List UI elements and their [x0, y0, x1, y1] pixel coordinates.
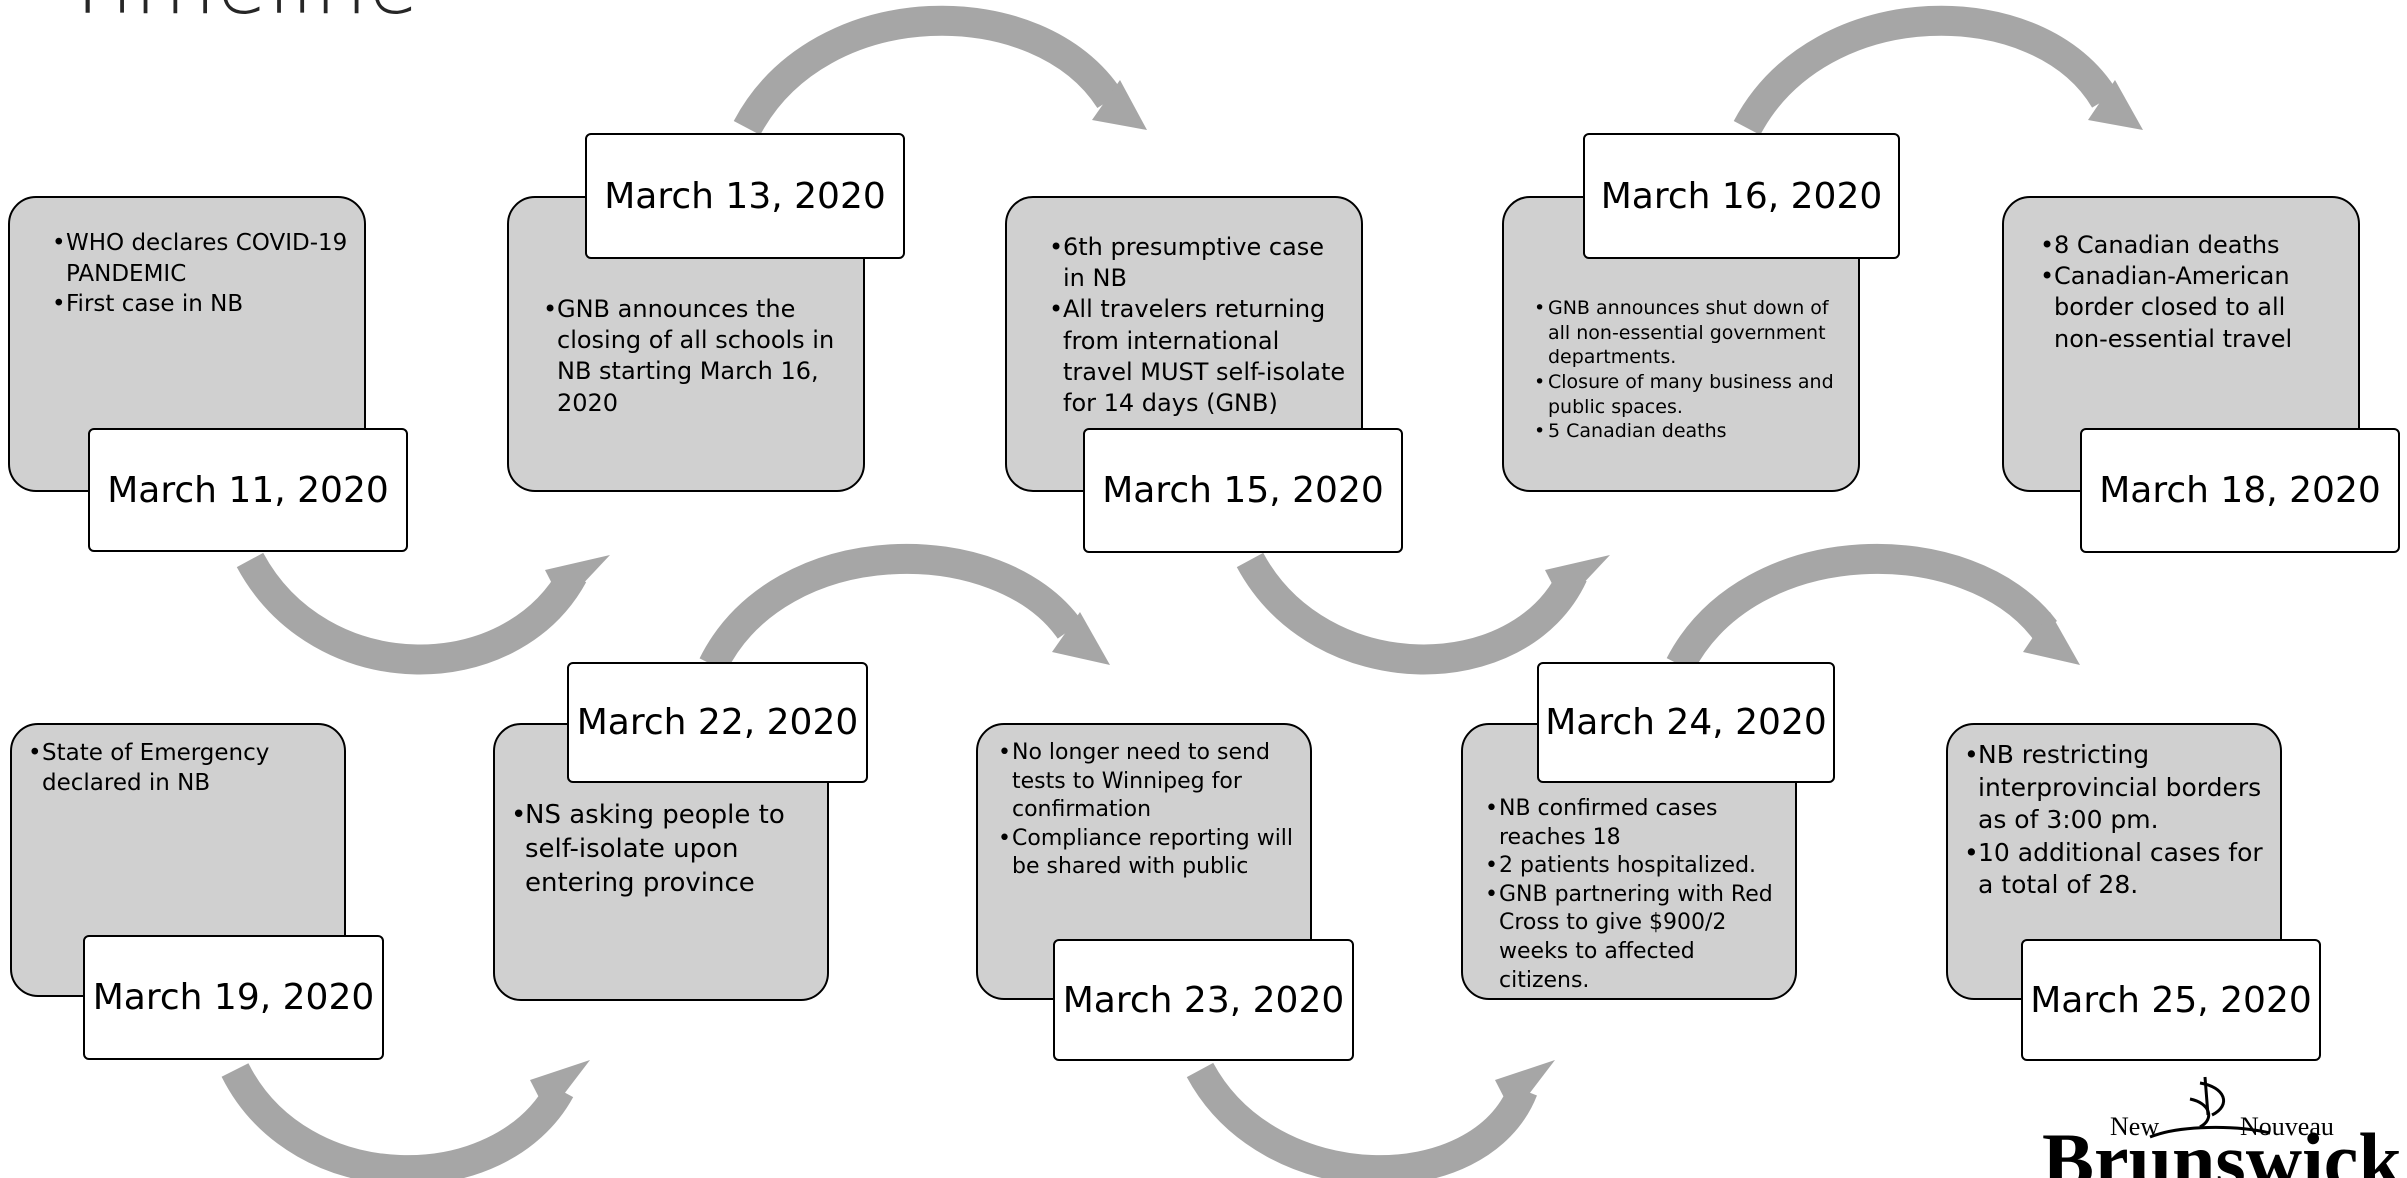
- arrow-down-3: [221, 1060, 590, 1178]
- event-bullet: No longer need to send tests to Winnipeg…: [998, 739, 1298, 825]
- arrow-up-4: [1666, 543, 2080, 673]
- event-bullet: 6th presumptive case in NB: [1049, 232, 1349, 294]
- arrow-up-3: [699, 543, 1110, 673]
- event-bullet: All travelers returning from internation…: [1049, 294, 1349, 419]
- event-bullet: GNB announces the closing of all schools…: [543, 294, 851, 419]
- logo-nouveau: Nouveau: [2240, 1112, 2334, 1141]
- date-label-march-23: March 23, 2020: [1053, 939, 1354, 1061]
- new-brunswick-logo: New Nouveau Brunswick: [2042, 1076, 2402, 1178]
- arrow-down-4: [1186, 1060, 1555, 1178]
- event-bullet: Compliance reporting will be shared with…: [998, 825, 1298, 882]
- date-label-march-13: March 13, 2020: [585, 133, 905, 259]
- event-bullet: GNB announces shut down of all non-essen…: [1534, 296, 1840, 370]
- date-label-march-11: March 11, 2020: [88, 428, 408, 552]
- event-bullet: 2 patients hospitalized.: [1485, 852, 1783, 881]
- date-label-march-16: March 16, 2020: [1583, 133, 1900, 259]
- event-bullet: NS asking people to self-isolate upon en…: [511, 799, 815, 900]
- event-bullet: 10 additional cases for a total of 28.: [1964, 837, 2268, 902]
- date-label-march-15: March 15, 2020: [1083, 428, 1403, 553]
- event-bullet: NB confirmed cases reaches 18: [1485, 795, 1783, 852]
- arrow-down-2: [1236, 552, 1610, 675]
- arrow-down-1: [236, 552, 610, 675]
- page-title: Timeline: [62, 0, 419, 26]
- ship-icon: [2149, 1076, 2271, 1139]
- event-bullet: Closure of many business and public spac…: [1534, 370, 1840, 419]
- date-label-march-22: March 22, 2020: [567, 662, 868, 783]
- event-bullet: State of Emergency declared in NB: [28, 739, 332, 799]
- date-label-march-18: March 18, 2020: [2080, 428, 2400, 553]
- arrow-up-1: [733, 5, 1147, 136]
- event-bullet: First case in NB: [52, 289, 348, 320]
- logo-brunswick: Brunswick: [2042, 1117, 2402, 1178]
- date-label-march-25: March 25, 2020: [2021, 939, 2321, 1061]
- arrow-up-2: [1733, 5, 2143, 136]
- event-bullet: WHO declares COVID-19 PANDEMIC: [52, 228, 348, 289]
- event-box-march-19: State of Emergency declared in NB: [10, 723, 346, 997]
- date-label-march-24: March 24, 2020: [1537, 662, 1835, 783]
- event-bullet: 5 Canadian deaths: [1534, 419, 1840, 444]
- date-label-march-19: March 19, 2020: [83, 935, 384, 1060]
- event-bullet: NB restricting interprovincial borders a…: [1964, 739, 2268, 837]
- event-bullet: Canadian-American border closed to all n…: [2040, 261, 2346, 355]
- event-bullet: 8 Canadian deaths: [2040, 230, 2346, 261]
- logo-new: New: [2110, 1112, 2159, 1141]
- event-bullet: GNB partnering with Red Cross to give $9…: [1485, 881, 1783, 995]
